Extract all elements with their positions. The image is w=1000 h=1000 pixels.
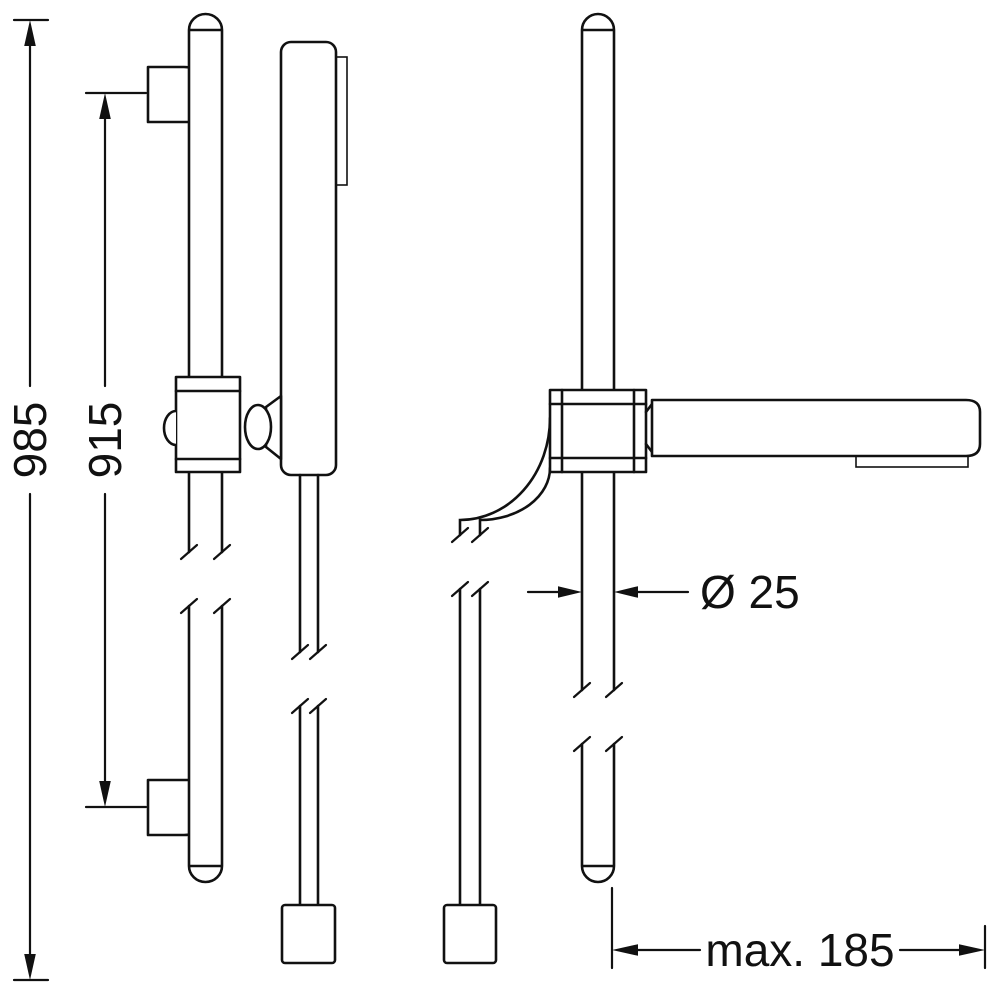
spray-face-vertical: [335, 56, 348, 186]
dim-max185-arrow-left: [612, 944, 638, 956]
hose-front: [298, 473, 320, 907]
dimension-overall-height: 985: [4, 18, 56, 982]
hose-curved-break-marks: [450, 526, 490, 598]
slider-2-seams: [548, 388, 648, 474]
dim-985-label: 985: [4, 402, 56, 479]
wall-bar-outline: [187, 12, 224, 884]
angled-view: [442, 12, 982, 965]
slider-knob: [162, 409, 177, 447]
slider-seams: [174, 389, 242, 461]
wall-bar-break-marks: [179, 543, 232, 615]
dim-max185-arrow-right: [959, 944, 985, 956]
spray-face-horizontal: [855, 455, 969, 468]
dim-915-label: 915: [79, 402, 131, 479]
dim-915-arrow-up: [99, 93, 111, 119]
dim-985-arrow-up: [24, 20, 36, 46]
dim-max185-extension-lines: [610, 886, 987, 970]
dim-d25-arrow-left: [614, 586, 638, 598]
hose-nut-front: [280, 903, 337, 965]
dimension-max-reach: max. 185: [610, 886, 987, 976]
wall-bar-2-outline: [580, 12, 616, 884]
dim-max185-label: max. 185: [705, 924, 894, 976]
hose-front-break-marks: [290, 643, 328, 715]
hand-shower-horizontal: [650, 398, 982, 458]
dimension-diameter: Ø 25: [526, 566, 800, 618]
hand-shower-body: [279, 40, 338, 477]
hose-nut-angled: [442, 903, 498, 965]
slider-2-body: [548, 388, 648, 474]
dim-d25-label: Ø 25: [700, 566, 800, 618]
holder-ball: [243, 403, 273, 451]
dim-985-extension-ticks: [12, 18, 50, 982]
front-view: [146, 12, 348, 965]
dim-d25-arrow-right: [558, 586, 582, 598]
dim-985-arrow-down: [24, 954, 36, 980]
dim-915-extension-ticks: [84, 91, 148, 809]
dimension-bar-height: 915: [79, 91, 148, 809]
wall-bar-2-break-marks: [572, 681, 624, 753]
slider-body: [174, 375, 242, 474]
hose-curved: [458, 416, 552, 907]
dim-915-arrow-down: [99, 781, 111, 807]
